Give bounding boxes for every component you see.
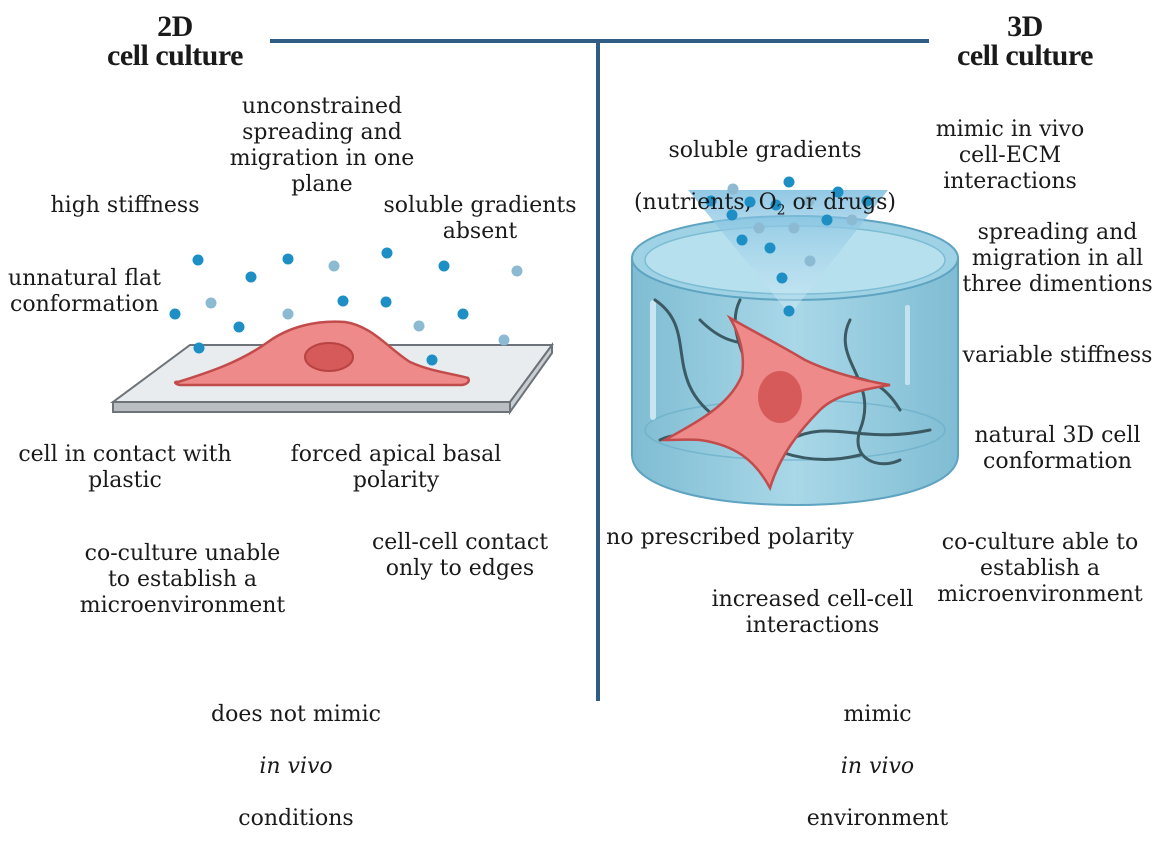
label-coculture-able: co-culture able to establish a microenvi…: [935, 530, 1145, 608]
label-increased-cell-cell: increased cell-cell interactions: [700, 587, 925, 639]
diagram-artwork: [0, 0, 1157, 749]
soluble-gradients-line2: (nutrients, O2 or drugs): [620, 190, 910, 223]
label-soluble-gradients: soluble gradients (nutrients, O2 or drug…: [620, 112, 910, 249]
heading-3d-line1: 3D: [940, 12, 1110, 41]
mimic-env-italic: in vivo: [841, 754, 914, 779]
label-no-prescribed-polarity: no prescribed polarity: [605, 525, 855, 551]
label-coculture-unable: co-culture unable to establish a microen…: [75, 541, 290, 619]
label-forced-apical-basal-polarity: forced apical basal polarity: [282, 442, 510, 494]
does-not-mimic-line1: does not mimic: [196, 702, 396, 728]
label-variable-stiffness: variable stiffness: [960, 343, 1155, 369]
label-cell-contact-plastic: cell in contact with plastic: [10, 442, 240, 494]
does-not-mimic-line3: conditions: [196, 806, 396, 832]
heading-3d-line2: cell culture: [940, 41, 1110, 70]
mimic-env-line3: environment: [790, 806, 965, 832]
mimic-env-line1: mimic: [790, 702, 965, 728]
heading-2d-line1: 2D: [90, 12, 260, 41]
label-soluble-gradients-absent: soluble gradients absent: [380, 193, 580, 245]
label-natural-3d-conformation: natural 3D cell conformation: [965, 423, 1150, 475]
soluble-gradients-sub: 2: [777, 202, 786, 218]
soluble-gradients-2b: or drugs): [786, 190, 896, 215]
label-cell-contact-edges: cell-cell contact only to edges: [355, 530, 565, 582]
heading-2d: 2D cell culture: [90, 12, 260, 70]
label-high-stiffness: high stiffness: [40, 193, 210, 219]
mimic-env-line2: in vivo: [790, 754, 965, 780]
label-mimic-environment: mimic in vivo environment: [790, 676, 965, 858]
soluble-gradients-2a: (nutrients, O: [634, 190, 777, 215]
label-unconstrained-spreading: unconstrained spreading and migration in…: [222, 94, 422, 198]
heading-3d: 3D cell culture: [940, 12, 1110, 70]
label-unnatural-flat-conformation: unnatural flat conformation: [2, 266, 167, 318]
soluble-gradients-line1: soluble gradients: [620, 138, 910, 164]
heading-2d-line2: cell culture: [90, 41, 260, 70]
label-does-not-mimic: does not mimic in vivo conditions: [196, 676, 396, 858]
does-not-mimic-italic: in vivo: [259, 754, 332, 779]
does-not-mimic-line2: in vivo: [196, 754, 396, 780]
label-spreading-3d: spreading and migration in all three dim…: [960, 220, 1155, 298]
label-mimic-cell-ecm: mimic in vivo cell-ECM interactions: [925, 117, 1095, 195]
